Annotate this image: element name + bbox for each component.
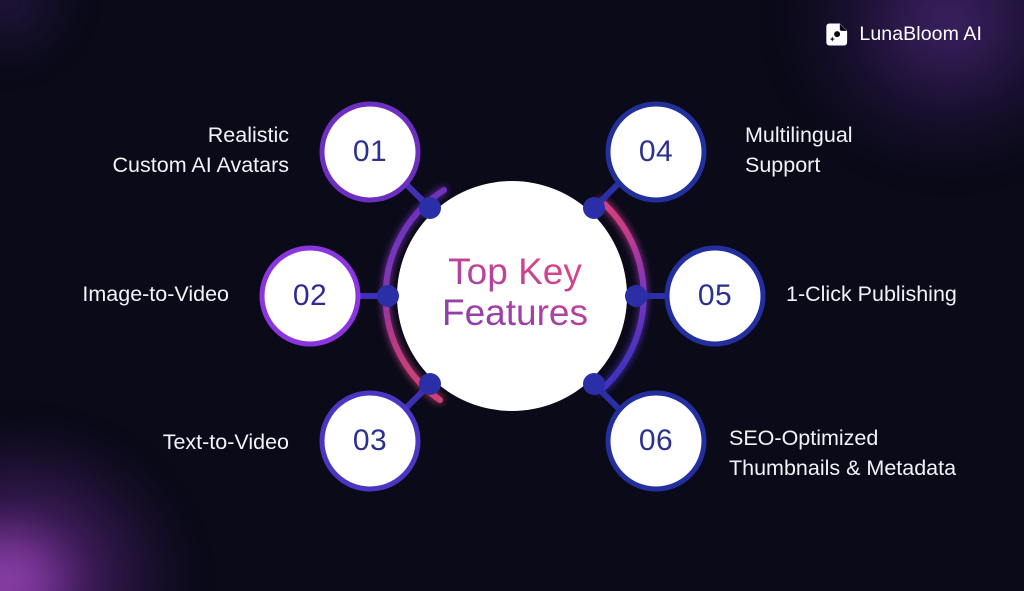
feature-label-01: Realistic Custom AI Avatars (113, 121, 289, 180)
document-sparkle-icon (826, 23, 848, 46)
ring-junction-dots (377, 197, 647, 395)
feature-label-06-line2: Thumbnails & Metadata (729, 455, 957, 480)
feature-label-04-line1: Multilingual (745, 123, 853, 147)
feature-label-03: Text-to-Video (163, 428, 289, 458)
feature-label-03-line1: Text-to-Video (162, 430, 289, 454)
feature-label-05-line1: 1-Click Publishing (786, 282, 957, 306)
feature-label-06-line1: SEO-Optimized (729, 426, 879, 450)
hub-title: Top Key Features (395, 251, 635, 334)
feature-label-01-line2: Custom AI Avatars (112, 152, 289, 177)
hub-title-line1: Top Key (448, 251, 582, 292)
hub-title-line2: Features (441, 292, 588, 334)
feature-label-02: Image-to-Video (82, 280, 229, 310)
feature-label-05: 1-Click Publishing (786, 280, 957, 310)
node-number-05: 05 (697, 279, 733, 312)
node-number-03: 03 (352, 424, 388, 457)
node-number-02: 02 (292, 279, 328, 312)
node-circles (259, 101, 766, 492)
feature-label-02-line1: Image-to-Video (82, 282, 229, 306)
brand-logo: LunaBloom AI (825, 22, 982, 47)
node-circle-06[interactable] (605, 390, 707, 492)
hub-circle (397, 181, 627, 411)
node-number-01: 01 (352, 135, 388, 168)
node-circle-02[interactable] (259, 245, 361, 347)
node-circle-01[interactable] (319, 101, 421, 203)
node-number-06: 06 (638, 424, 674, 457)
feature-label-01-line1: Realistic (207, 123, 289, 147)
node-circle-05[interactable] (664, 245, 766, 347)
node-number-04: 04 (638, 135, 674, 168)
feature-label-06: SEO-Optimized Thumbnails & Metadata (729, 424, 956, 483)
brand-name: LunaBloom AI (859, 23, 982, 45)
feature-label-04: Multilingual Support (745, 121, 853, 180)
feature-label-04-line2: Support (745, 152, 821, 177)
node-circle-04[interactable] (605, 101, 707, 203)
node-circle-03[interactable] (319, 390, 421, 492)
